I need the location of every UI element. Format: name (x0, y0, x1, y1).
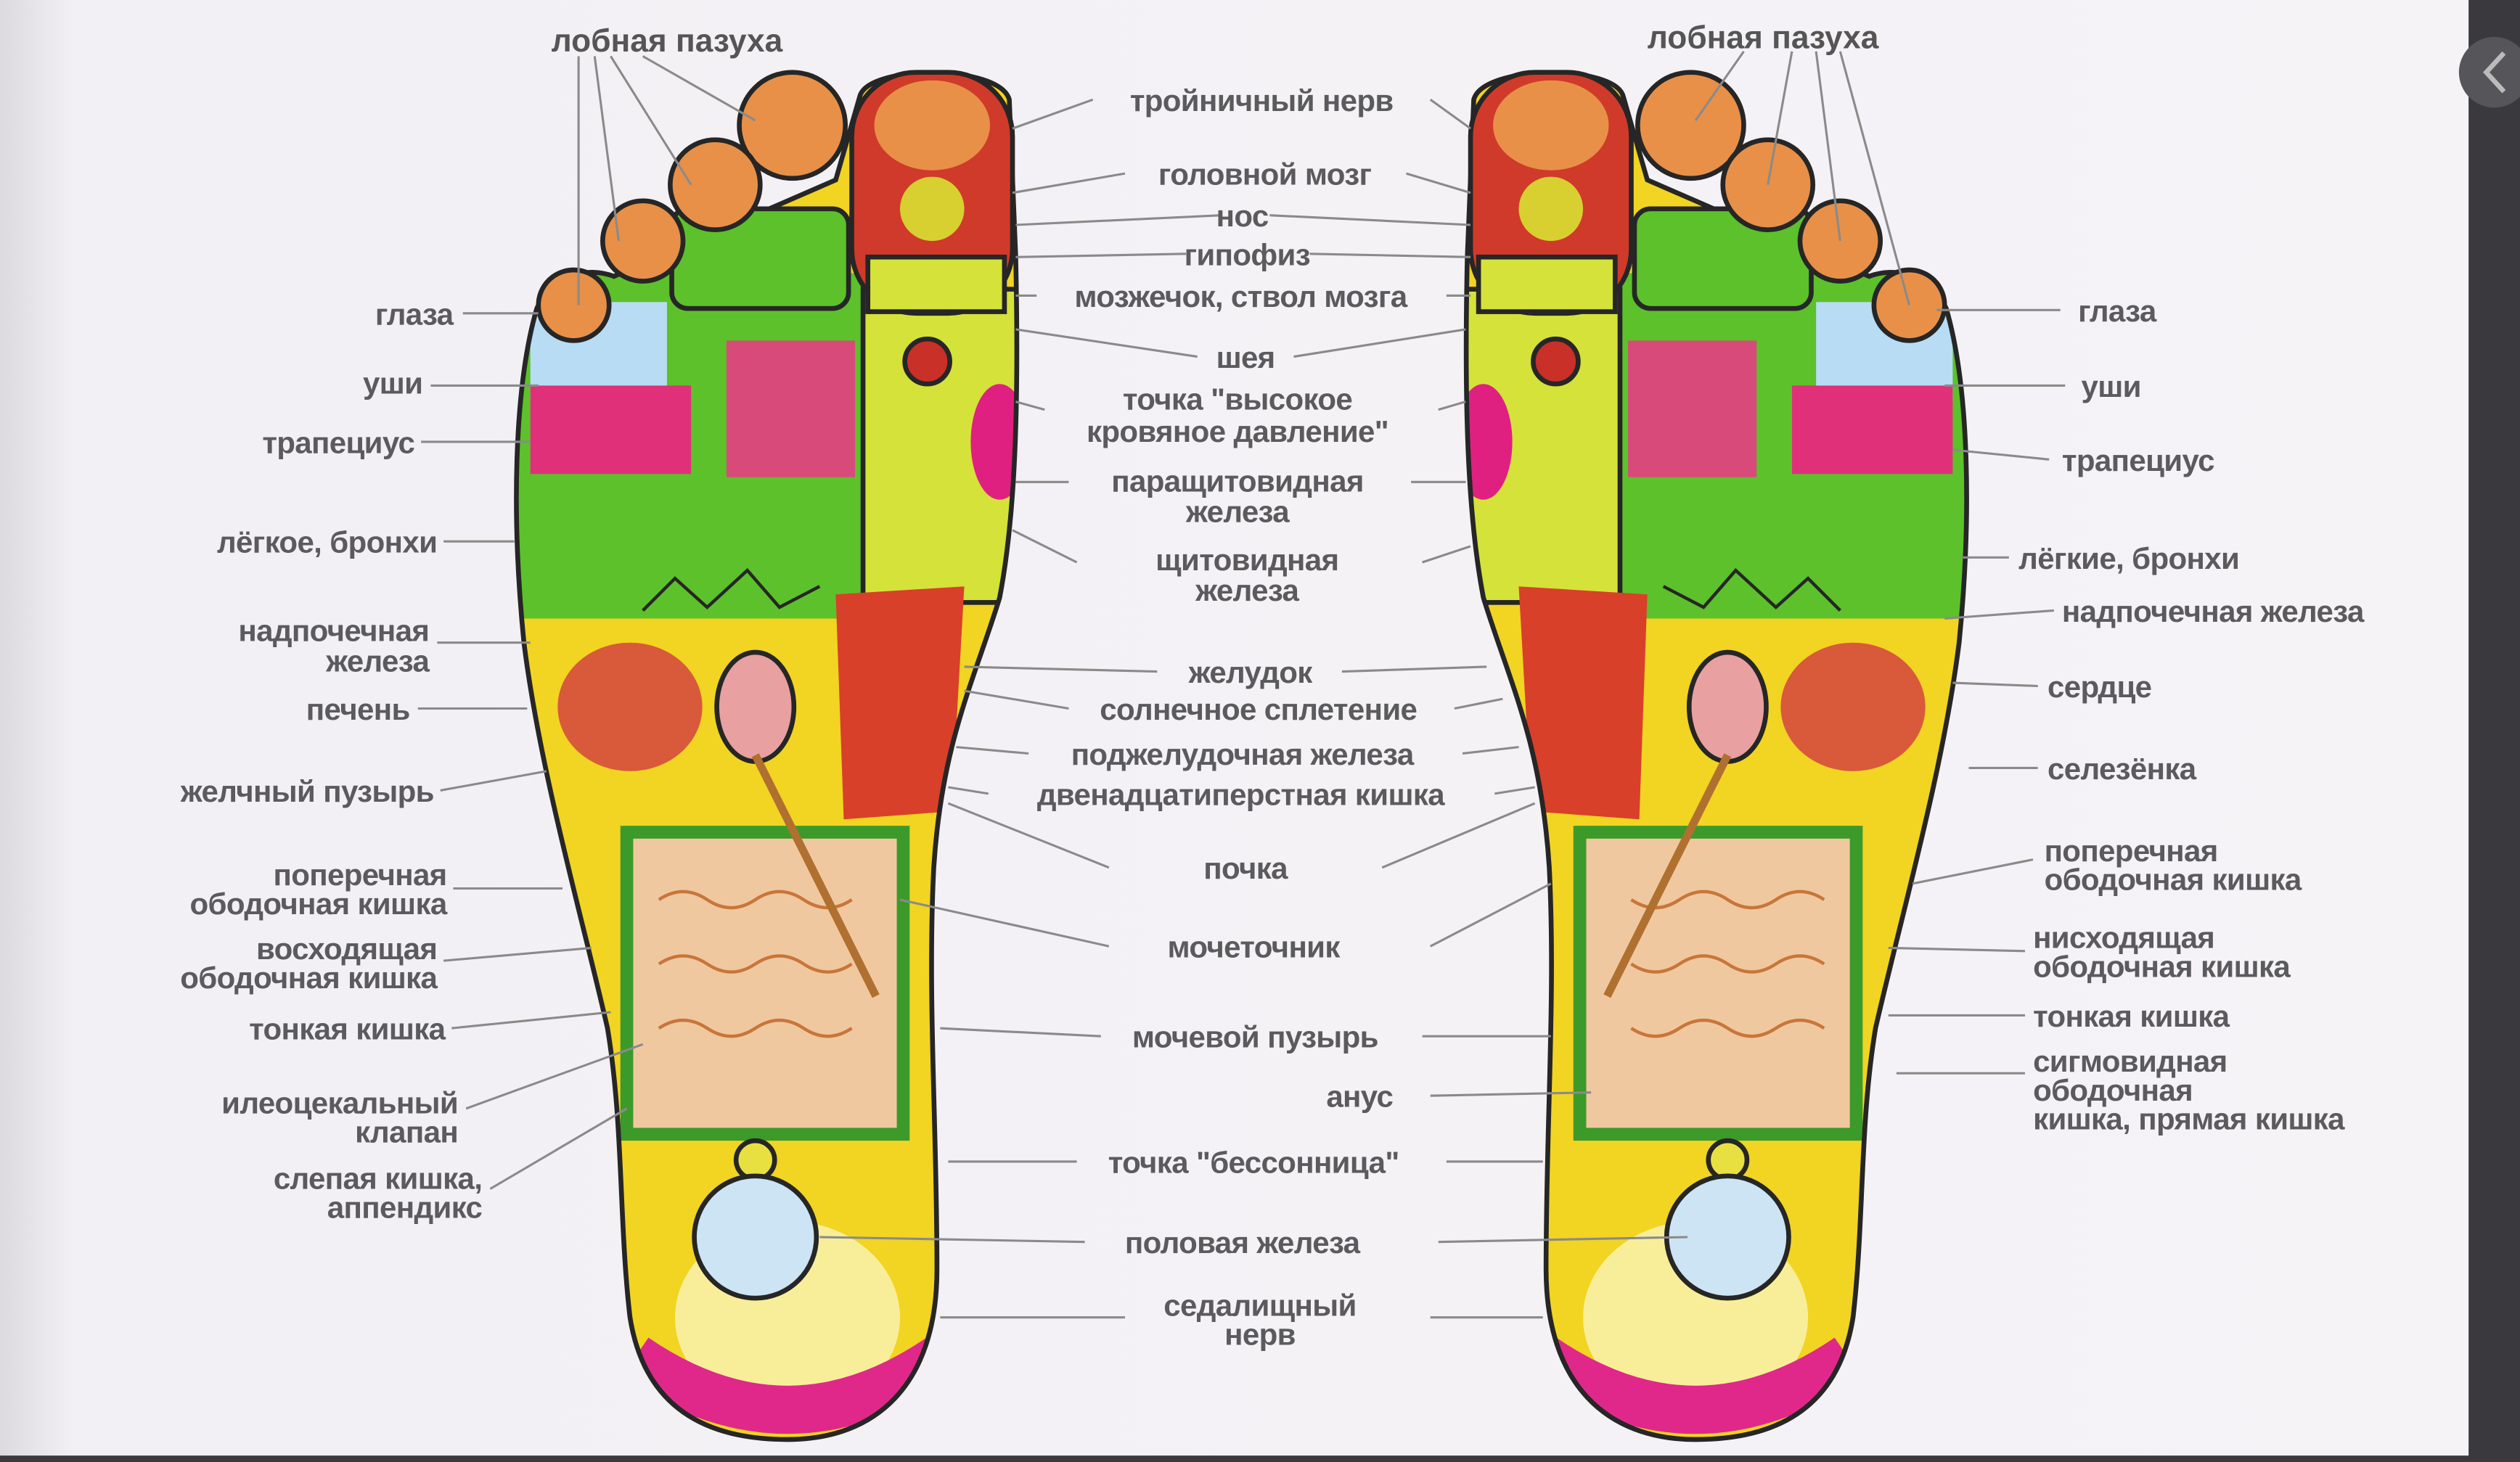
right-labels: глаза уши трапециус лёгкие, бронхи надпо… (2018, 294, 2365, 1136)
label-thyroid: щитовидная (1155, 543, 1338, 577)
label-stomach: желудок (1188, 655, 1314, 689)
label-ears-right: уши (2081, 369, 2140, 403)
center-labels: тройничный нерв головной мозг нос гипофи… (1037, 83, 1446, 1352)
label-transverse-colon: поперечная (274, 858, 447, 892)
back-button[interactable] (2458, 36, 2520, 108)
label-thyroid-2: железа (1195, 573, 1299, 607)
label-gonad: половая железа (1125, 1225, 1361, 1260)
label-sigmoid-colon-2: ободочная (2033, 1073, 2193, 1107)
leader-lines (417, 50, 2066, 1319)
label-spleen: селезёнка (2048, 752, 2197, 786)
label-adrenal-2: железа (325, 644, 430, 678)
left-labels: глаза уши трапециус лёгкое, бронхи надпо… (180, 297, 483, 1224)
label-trapezius-right: трапециус (2062, 443, 2214, 477)
label-kidney: почка (1203, 851, 1288, 885)
label-ears: уши (363, 366, 422, 401)
label-parathyroid-2: железа (1185, 495, 1290, 529)
label-sciatic-nerve: седалищный (1163, 1289, 1357, 1323)
label-liver: печень (306, 692, 410, 726)
label-ureter: мочеточник (1168, 930, 1341, 964)
right-title-frontal-sinus: лобная пазуха (1648, 20, 1879, 55)
label-small-intestine-right: тонкая кишка (2033, 999, 2230, 1033)
screen-background (0, 0, 2469, 1456)
label-adrenal-right: надпочечная железа (2062, 594, 2365, 628)
label-lungs-right: лёгкие, бронхи (2018, 541, 2239, 575)
label-eyes: глаза (375, 297, 454, 331)
label-transverse-colon-right: поперечная (2045, 834, 2218, 868)
label-appendix: слепая кишка, (274, 1162, 482, 1196)
label-bladder: мочевой пузырь (1132, 1020, 1378, 1054)
label-anus: анус (1326, 1080, 1393, 1114)
label-high-pressure-2: кровяное давление" (1087, 414, 1388, 448)
label-ascending-colon: восходящая (256, 932, 437, 966)
label-nose: нос (1216, 199, 1269, 233)
label-trigeminal: тройничный нерв (1130, 83, 1394, 118)
label-ascending-colon-2: ободочная кишка (180, 961, 438, 995)
label-adrenal: надпочечная (238, 613, 429, 647)
label-solar-plexus: солнечное сплетение (1100, 692, 1417, 726)
label-trapezius: трапециус (262, 425, 414, 459)
label-high-pressure: точка "высокое (1123, 382, 1352, 416)
label-eyes-right: глаза (2078, 294, 2157, 328)
label-neck: шея (1216, 340, 1275, 374)
label-ileocecal-valve: илеоцекальный (221, 1086, 458, 1120)
label-sigmoid-colon: сигмовидная (2033, 1044, 2227, 1078)
label-sciatic-nerve-2: нерв (1224, 1317, 1296, 1351)
label-transverse-colon-2: ободочная кишка (190, 887, 448, 921)
label-small-intestine: тонкая кишка (249, 1012, 446, 1046)
label-pituitary: гипофиз (1185, 237, 1310, 271)
label-descending-colon-2: ободочная кишка (2033, 949, 2291, 983)
label-ileocecal-valve-2: клапан (355, 1114, 458, 1149)
label-brain: головной мозг (1158, 157, 1372, 192)
label-parathyroid: паращитовидная (1111, 464, 1363, 498)
chevron-left-icon (2482, 51, 2506, 94)
label-cerebellum: мозжечок, ствол мозга (1074, 279, 1407, 313)
label-duodenum: двенадцатиперстная кишка (1037, 777, 1445, 811)
label-lung-bronchi: лёгкое, бронхи (217, 525, 437, 559)
label-insomnia-point: точка "бессонница" (1108, 1145, 1399, 1179)
label-appendix-2: аппендикс (327, 1190, 483, 1224)
label-pancreas: поджелудочная железа (1071, 737, 1415, 771)
label-transverse-colon-right-2: ободочная кишка (2045, 863, 2302, 897)
label-gallbladder: желчный пузырь (180, 774, 434, 808)
left-title-frontal-sinus: лобная пазуха (552, 23, 783, 59)
label-sigmoid-colon-3: кишка, прямая кишка (2033, 1102, 2345, 1136)
label-descending-colon: нисходящая (2033, 920, 2214, 954)
label-heart: сердце (2048, 670, 2151, 704)
